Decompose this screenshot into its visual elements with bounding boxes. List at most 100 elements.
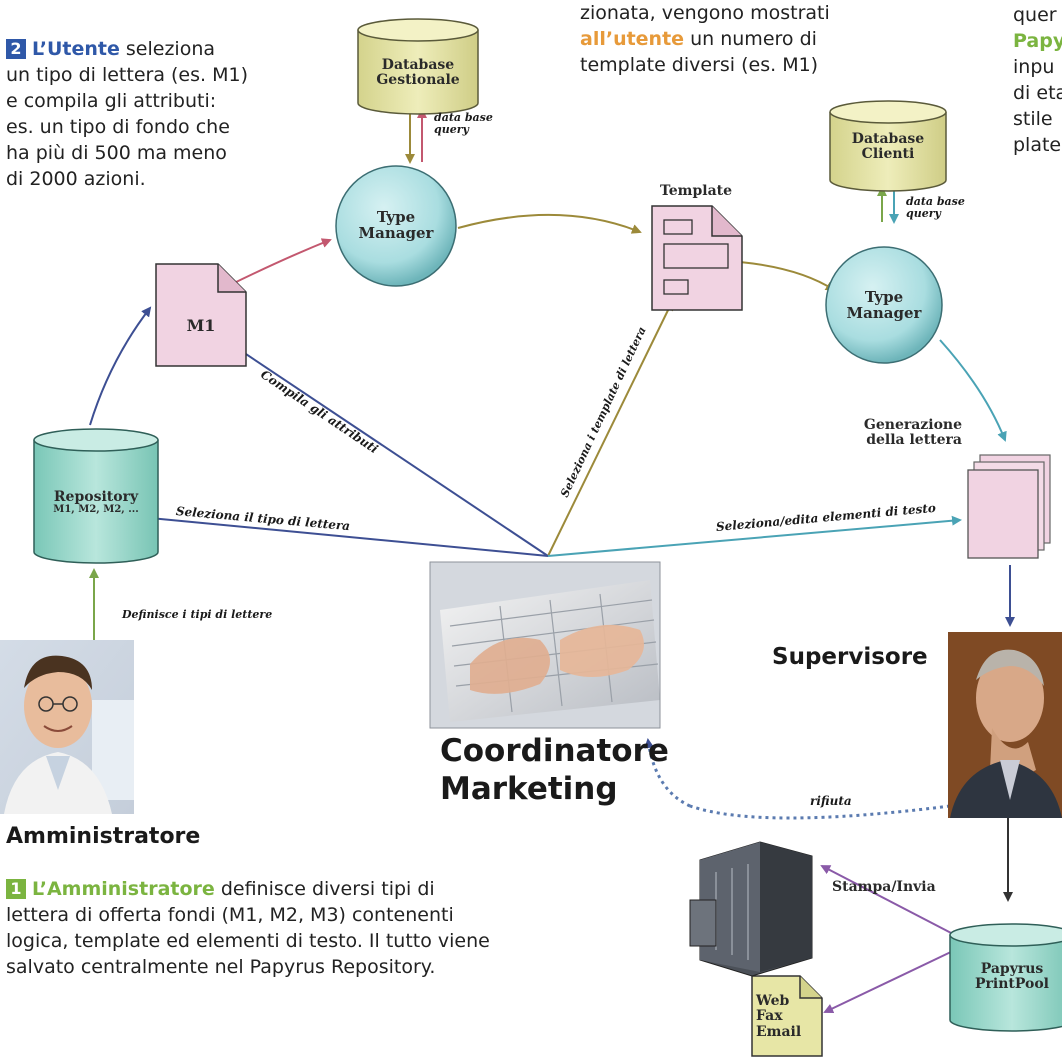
type-manager-1-sphere	[335, 165, 457, 287]
right-line-4: di eta	[1013, 82, 1062, 104]
type-manager-1-label: Type Manager	[346, 208, 446, 242]
step-2-line-2: un tipo di lettera (es. M1)	[6, 64, 248, 86]
intro-highlight: all’utente	[580, 28, 685, 50]
edge-m1-typemanager1	[229, 238, 332, 286]
repository-label: Repository M1, M2, M2, ...	[36, 490, 156, 515]
edge-typemanager1-template	[457, 214, 642, 234]
type-manager-1-label-1: Type	[376, 208, 416, 226]
papyrus-printpool-label: Papyrus PrintPool	[960, 962, 1062, 991]
edge-coord-template	[547, 300, 673, 557]
papyrus-printpool-shape	[949, 923, 1062, 1032]
step-2-line-5: ha più di 500 ma meno	[6, 142, 227, 164]
edge-papyrus-web	[823, 949, 956, 1014]
generazione-pages-shape	[967, 454, 1051, 559]
papyrus-label-1: Papyrus	[980, 961, 1044, 977]
step-1-line-3: logica, template ed elementi di testo. I…	[6, 930, 490, 952]
step-2-badge: 2	[6, 39, 26, 59]
step-1-actor: L’Amministratore	[32, 878, 215, 900]
coordinatore-label-2: Marketing	[440, 771, 618, 807]
step-2-line-4: es. un tipo di fondo che	[6, 116, 230, 138]
repository-shape	[33, 428, 159, 564]
supervisore-photo	[948, 632, 1062, 818]
intro-line-2-rest: un numero di	[684, 28, 817, 50]
papyrus-label-2: PrintPool	[974, 975, 1049, 992]
intro-partial-text: zionata, vengono mostrati all’utente un …	[580, 0, 830, 78]
right-line-3: inpu	[1013, 56, 1055, 78]
step-1-line-4: salvato centralmente nel Papyrus Reposit…	[6, 956, 436, 978]
coordinatore-label-1: Coordinatore	[440, 733, 669, 769]
amministratore-label: Amministratore	[6, 824, 201, 849]
right-partial-text: quer Papy inpu di eta stile plate	[1013, 2, 1062, 158]
web-fax-email-document-shape	[751, 975, 823, 1057]
right-line-2: Papy	[1013, 30, 1062, 52]
repository-label-1: Repository	[53, 489, 139, 505]
type-manager-2-label: Type Manager	[834, 288, 934, 322]
step-1-line-2: lettera di offerta fondi (M1, M2, M3) co…	[6, 904, 454, 926]
step-1-line-1-rest: definisce diversi tipi di	[214, 878, 435, 900]
generazione-label-2: della lettera	[866, 431, 962, 448]
generazione-label-1: Generazione	[863, 417, 962, 433]
database-gestionale-shape	[357, 18, 479, 115]
type-manager-2-label-2: Manager	[846, 303, 922, 322]
web-label: Web	[756, 993, 790, 1009]
database-gestionale-label-1: Database	[381, 57, 455, 73]
edge-coord-generazione	[547, 515, 962, 557]
intro-line-2: all’utente un numero di	[580, 26, 830, 52]
edge-papyrus-printer	[820, 865, 956, 936]
edge-label-dbquery-1-l1: data base	[434, 111, 493, 124]
web-fax-email-label: Web Fax Email	[756, 993, 816, 1040]
edge-label-definisce: Definisce i tipi di lettere	[122, 608, 273, 621]
coordinatore-label: Coordinatore Marketing	[440, 732, 669, 808]
edge-label-stampa: Stampa/Invia	[832, 879, 936, 895]
edge-coord-repository	[148, 513, 549, 557]
step-2-line-6: di 2000 azioni.	[6, 168, 146, 190]
right-line-6: plate	[1013, 134, 1062, 156]
supervisore-label: Supervisore	[772, 644, 928, 670]
m1-label: M1	[186, 316, 216, 335]
edge-repository-m1	[89, 306, 152, 426]
printer-server-shape	[689, 841, 813, 977]
edge-typemanager2-generazione	[939, 339, 1007, 442]
fax-label: Fax	[756, 1008, 783, 1025]
edge-coord-m1	[220, 336, 549, 557]
database-gestionale-label: Database Gestionale	[362, 58, 474, 87]
generazione-label: Generazione della lettera	[862, 418, 962, 447]
edge-label-dbquery-2: data base query	[906, 195, 965, 221]
template-label: Template	[659, 183, 733, 199]
database-gestionale-label-2: Gestionale	[376, 71, 460, 88]
type-manager-2-label-1: Type	[864, 288, 904, 306]
right-line-5: stile	[1013, 108, 1053, 130]
edge-template-typemanager2	[739, 261, 836, 292]
edge-label-dbquery-1-l2: query	[434, 123, 469, 137]
amministratore-photo	[0, 640, 134, 814]
edge-label-dbquery-1: data base query	[434, 111, 493, 137]
step-2-description: 2 L’Utente seleziona un tipo di lettera (…	[6, 36, 296, 192]
step-2-line-1-rest: seleziona	[119, 38, 216, 60]
m1-document-shape	[155, 263, 247, 367]
database-clienti-shape	[829, 100, 947, 192]
intro-line-1: zionata, vengono mostrati	[580, 2, 830, 24]
step-1-badge: 1	[6, 879, 26, 899]
database-clienti-label: Database Clienti	[834, 132, 942, 161]
type-manager-2-sphere	[825, 246, 943, 364]
edge-rifiuta-tail	[644, 738, 691, 808]
step-1-description: 1 L’Amministratore definisce diversi tipi…	[6, 876, 526, 980]
database-clienti-label-2: Clienti	[861, 145, 915, 162]
right-line-1: quer	[1013, 4, 1057, 26]
coordinatore-photo	[429, 561, 661, 729]
step-2-line-3: e compila gli attributi:	[6, 90, 217, 112]
edge-label-dbquery-2-l2: query	[906, 207, 941, 221]
repository-label-2: M1, M2, M2, ...	[53, 503, 139, 515]
edge-label-dbquery-2-l1: data base	[906, 195, 965, 208]
template-document-shape	[651, 205, 743, 311]
email-label: Email	[756, 1023, 802, 1040]
edge-label-rifiuta: rifiuta	[810, 794, 852, 808]
database-clienti-label-1: Database	[851, 131, 925, 147]
step-2-actor: L’Utente	[32, 38, 120, 60]
type-manager-1-label-2: Manager	[358, 223, 434, 242]
step-2-line-1: 2 L’Utente seleziona	[6, 36, 296, 62]
intro-line-3: template diversi (es. M1)	[580, 54, 819, 76]
step-1-line-1: 1 L’Amministratore definisce diversi tipi…	[6, 876, 526, 902]
